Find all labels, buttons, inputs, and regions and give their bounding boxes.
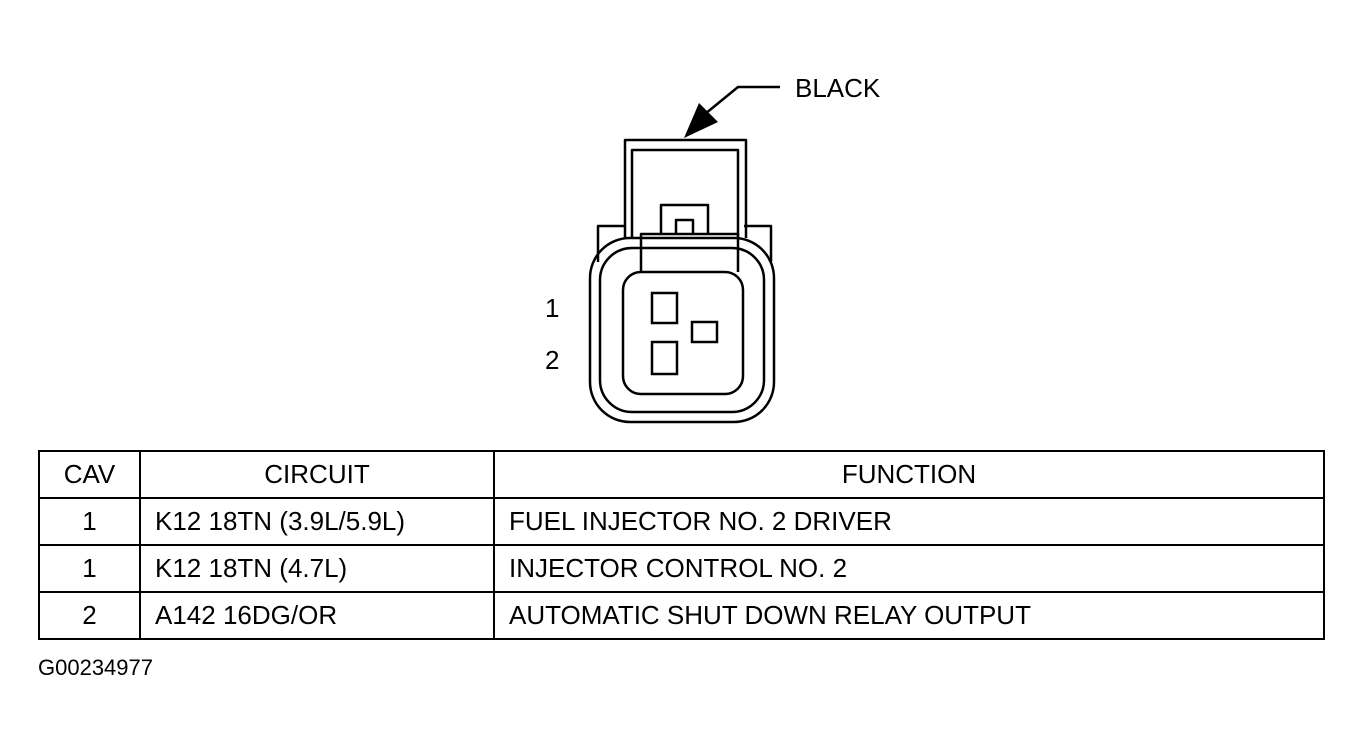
cell-function: FUEL INJECTOR NO. 2 DRIVER xyxy=(493,497,1325,546)
cell-cav: 1 xyxy=(38,544,141,593)
cell-cav: 1 xyxy=(38,497,141,546)
connector-color-label: BLACK xyxy=(795,73,881,103)
header-function: FUNCTION xyxy=(493,450,1325,499)
connector-cavities xyxy=(650,291,719,376)
connector-diagram: BLACK 1 2 xyxy=(545,73,881,424)
cell-circuit: A142 16DG/OR xyxy=(139,591,495,640)
cell-circuit: K12 18TN (3.9L/5.9L) xyxy=(139,497,495,546)
cavity-center-terminal xyxy=(690,320,719,344)
table-row: 2 A142 16DG/OR AUTOMATIC SHUT DOWN RELAY… xyxy=(38,591,1325,640)
connector-body xyxy=(588,138,776,424)
cavity-label-2: 2 xyxy=(545,345,559,375)
table-header-row: CAV CIRCUIT FUNCTION xyxy=(38,450,1325,499)
color-leader-arrow xyxy=(684,85,780,138)
cell-function: AUTOMATIC SHUT DOWN RELAY OUTPUT xyxy=(493,591,1325,640)
cavity-2-terminal xyxy=(650,340,679,376)
cavity-1-terminal xyxy=(650,291,679,325)
cell-circuit: K12 18TN (4.7L) xyxy=(139,544,495,593)
table-row: 1 K12 18TN (3.9L/5.9L) FUEL INJECTOR NO.… xyxy=(38,497,1325,546)
figure-id: G00234977 xyxy=(38,655,153,680)
cell-cav: 2 xyxy=(38,591,141,640)
cavity-label-1: 1 xyxy=(545,293,559,323)
table-row: 1 K12 18TN (4.7L) INJECTOR CONTROL NO. 2 xyxy=(38,544,1325,593)
header-cav: CAV xyxy=(38,450,141,499)
header-circuit: CIRCUIT xyxy=(139,450,495,499)
pinout-table: CAV CIRCUIT FUNCTION 1 K12 18TN (3.9L/5.… xyxy=(38,450,1325,640)
cell-function: INJECTOR CONTROL NO. 2 xyxy=(493,544,1325,593)
